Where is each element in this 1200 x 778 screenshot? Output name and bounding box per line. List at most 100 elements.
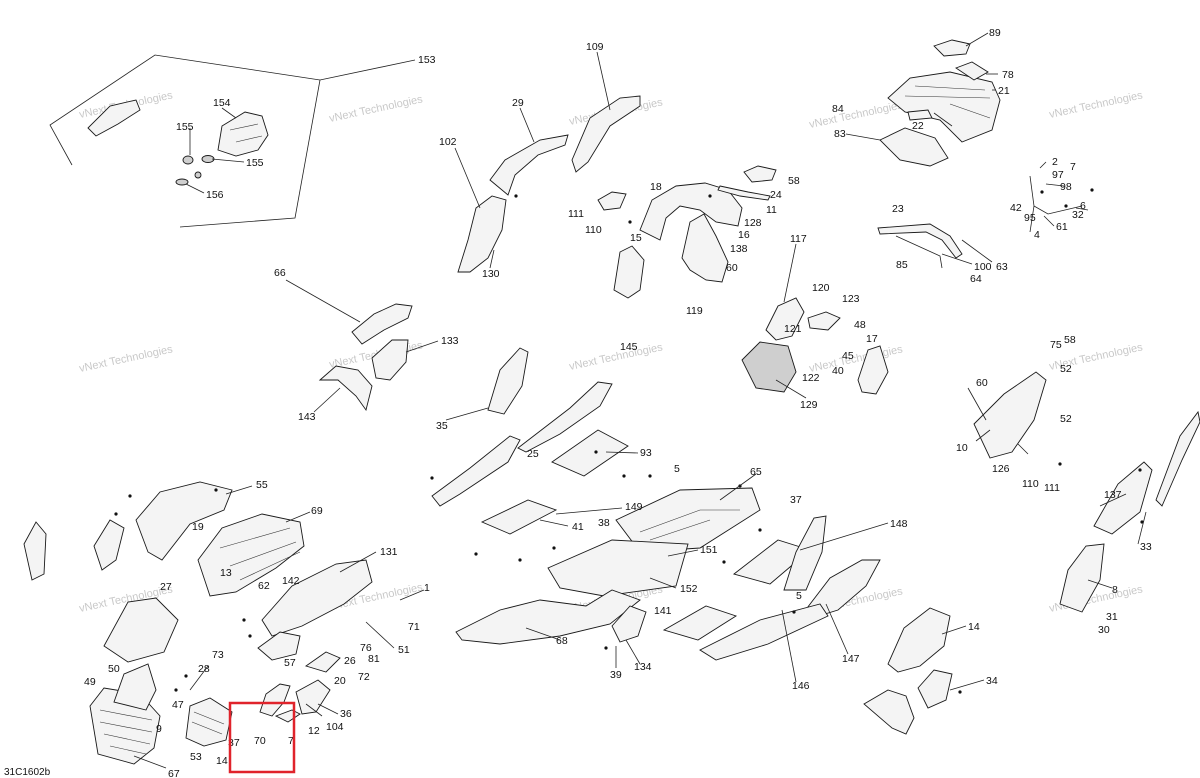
- right-side-group: [699, 371, 1200, 735]
- fastener: [758, 528, 762, 532]
- callout: 37: [228, 737, 240, 749]
- fastener: [114, 512, 118, 516]
- callout: 123: [842, 293, 860, 305]
- part-104: [295, 679, 331, 715]
- part-70: [259, 683, 291, 717]
- floor-151: [547, 539, 689, 597]
- callout: 104: [326, 721, 344, 733]
- kit-boundary: [49, 54, 416, 166]
- leader: [225, 485, 253, 495]
- fastener: [1090, 188, 1094, 192]
- callout: 97: [1052, 169, 1064, 181]
- fastener: [128, 494, 132, 498]
- rear-rack-group: [879, 39, 1001, 167]
- leader: [555, 507, 623, 515]
- hood-55: [135, 481, 233, 561]
- callout: 81: [368, 653, 380, 665]
- panel-left-edge: [23, 521, 47, 581]
- callout: 155: [176, 121, 194, 133]
- panel-34: [917, 669, 953, 709]
- callout: 126: [992, 463, 1010, 475]
- panel-37: [783, 515, 827, 591]
- headlamp-57: [257, 631, 301, 661]
- callout: 137: [1104, 489, 1122, 501]
- callout: 30: [1098, 624, 1110, 636]
- callout: 48: [854, 319, 866, 331]
- callout: 69: [311, 505, 323, 517]
- fastener: [792, 610, 796, 614]
- callout: 63: [996, 261, 1008, 273]
- door-137: [1093, 461, 1153, 535]
- frame-69-detail: [219, 527, 301, 581]
- callout: 156: [206, 189, 224, 201]
- watermark: vNext Technologies: [78, 343, 174, 375]
- callout: 4: [1034, 229, 1040, 241]
- callout: 32: [1072, 209, 1084, 221]
- callout: 83: [834, 128, 846, 140]
- callout: 85: [896, 259, 908, 271]
- callout: 45: [842, 350, 854, 362]
- floor-group: [431, 347, 811, 645]
- callout: 25: [527, 448, 539, 460]
- leader: [949, 679, 985, 691]
- part-7-small: [274, 709, 301, 723]
- fastener: [552, 546, 556, 550]
- leader: [781, 609, 797, 683]
- leader: [667, 549, 699, 557]
- leader: [405, 340, 439, 353]
- callout: 84: [832, 103, 844, 115]
- liner-119: [613, 245, 645, 299]
- handle-22: [907, 109, 933, 121]
- panel-133: [371, 339, 409, 381]
- callout: 111: [1044, 482, 1060, 494]
- leader: [1099, 493, 1127, 507]
- bezel-143: [318, 365, 373, 412]
- fasteners: [114, 188, 1144, 694]
- fastener: [1064, 204, 1068, 208]
- callout: 138: [730, 243, 748, 255]
- callout: 145: [620, 341, 638, 353]
- rocker-35: [487, 347, 529, 415]
- watermark: vNext Technologies: [328, 93, 424, 125]
- leader: [285, 279, 361, 323]
- leader: [313, 387, 341, 413]
- leader: [317, 703, 339, 715]
- fastener: [1138, 468, 1142, 472]
- callout: 24: [770, 189, 782, 201]
- grab-bar-stem: [1029, 205, 1035, 233]
- callout: 67: [168, 768, 180, 778]
- leader: [1045, 183, 1065, 187]
- callout: 128: [744, 217, 762, 229]
- mirror-seal: [175, 178, 189, 186]
- leader: [799, 522, 889, 551]
- leader: [845, 133, 881, 141]
- callout: 55: [256, 479, 268, 491]
- mat-93: [551, 429, 629, 477]
- floor-65-detail: [639, 509, 740, 541]
- leader: [975, 429, 991, 442]
- skid-68: [455, 589, 641, 645]
- watermark: vNext Technologies: [1048, 89, 1144, 121]
- callout: 78: [1002, 69, 1014, 81]
- callout: 20: [334, 675, 346, 687]
- callout: 130: [482, 268, 500, 280]
- duct-47-detail: [191, 711, 225, 735]
- callout: 147: [842, 653, 860, 665]
- callout: 129: [800, 399, 818, 411]
- callout: 51: [398, 644, 410, 656]
- leader: [1017, 443, 1029, 455]
- duct-47: [185, 697, 233, 747]
- callout: 133: [441, 335, 459, 347]
- callout: 22: [912, 120, 924, 132]
- callout: 31: [1106, 611, 1118, 623]
- leader: [1087, 579, 1113, 589]
- leader: [965, 32, 989, 47]
- callout: 13: [220, 567, 232, 579]
- mirror-nut: [194, 171, 202, 179]
- leader: [825, 603, 849, 655]
- upper-body-panels: [457, 95, 777, 299]
- callout: 58: [788, 175, 800, 187]
- mat-152: [662, 605, 738, 641]
- panel-146: [699, 603, 829, 661]
- fastener: [518, 558, 522, 562]
